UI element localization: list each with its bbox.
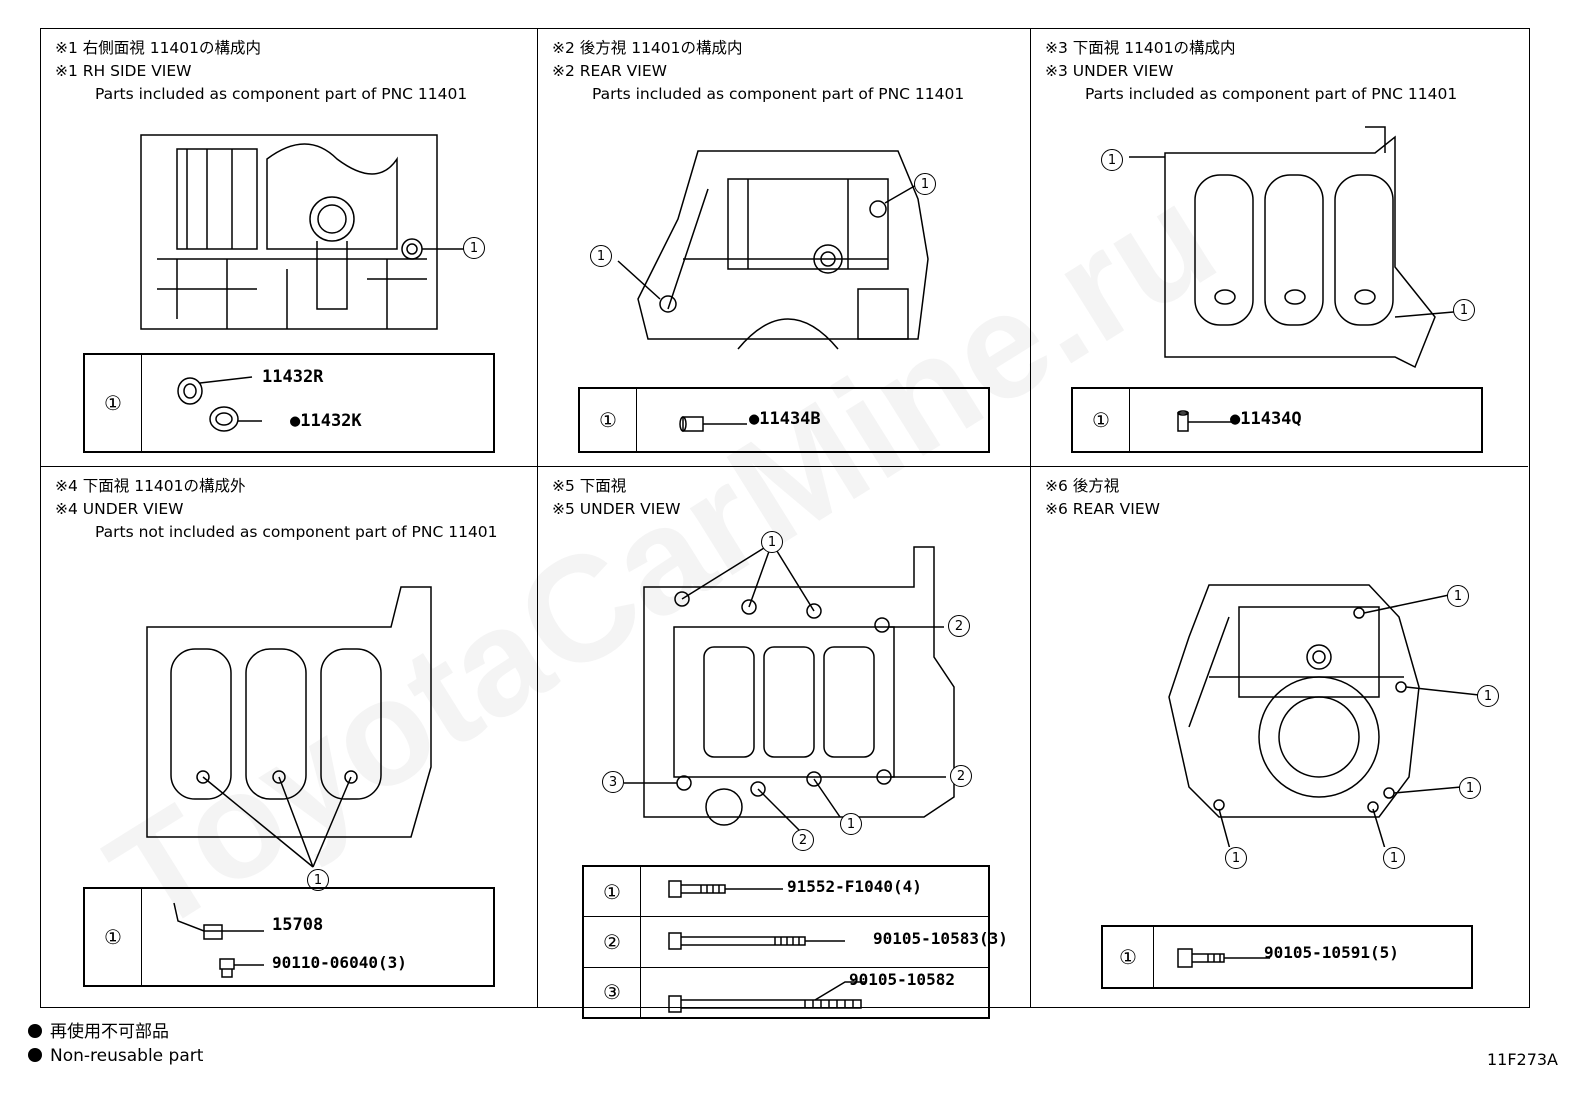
row-number: ① (1103, 927, 1154, 987)
oil-pan-under-drawing: 1 2 3 2 2 1 (594, 527, 994, 857)
callout-3: 3 (602, 771, 624, 793)
legend: 再使用不可部品 Non-reusable part (28, 1020, 203, 1068)
callout-1: 1 (1447, 585, 1469, 607)
part-number-90110-06040: 90110-06040(3) (272, 953, 407, 972)
row-parts: 11432R ●11432K (142, 355, 493, 451)
callout-1: 1 (307, 869, 329, 891)
row-number: ① (584, 867, 641, 917)
row-parts: 15708 90110-06040(3) (142, 889, 493, 985)
callout-1: 1 (1477, 685, 1499, 707)
legend-row-jp: 再使用不可部品 (28, 1020, 203, 1044)
row-parts: 91552-F1040(4) (641, 867, 988, 916)
panel-subtitle: Parts included as component part of PNC … (95, 85, 468, 103)
panel-title-jp: ※4 下面視 11401の構成外 (55, 477, 246, 495)
panel-under-view-bolts: ※5 下面視 ※5 UNDER VIEW (538, 467, 1031, 1019)
row-parts: ●11434B (637, 389, 988, 451)
panel-title-jp: ※2 後方視 11401の構成内 (552, 39, 743, 57)
panel-header: ※3 下面視 11401の構成内 ※3 UNDER VIEW Parts inc… (1045, 37, 1457, 106)
part-number-11432r: 11432R (262, 367, 324, 387)
panel-header: ※6 後方視 ※6 REAR VIEW (1045, 475, 1160, 521)
row-parts: 90105-10583(3) (641, 917, 1008, 966)
part-number-90105-10582: 90105-10582 (849, 969, 955, 989)
non-reusable-dot-icon (28, 1024, 42, 1038)
row-parts: 90105-10582 (641, 968, 988, 1017)
panel-rear-view: ※2 後方視 11401の構成内 ※2 REAR VIEW Parts incl… (538, 29, 1031, 467)
panel-title-en: ※4 UNDER VIEW (55, 500, 184, 518)
callout-1: 1 (840, 813, 862, 835)
row-number: ① (85, 889, 142, 985)
part-number-11434q: ●11434Q (1230, 409, 1302, 429)
panel-title-jp: ※5 下面視 (552, 477, 627, 495)
engine-block-under-drawing: 1 (141, 577, 441, 891)
callout-1: 1 (1101, 149, 1123, 171)
panel-title-jp: ※1 右側面視 11401の構成内 (55, 39, 262, 57)
table-row: ① 15708 90110-06040(3) (85, 889, 493, 985)
callout-1: 1 (1453, 299, 1475, 321)
parts-table: ① ●11434B (578, 387, 990, 453)
panel-subtitle: Parts included as component part of PNC … (592, 85, 965, 103)
non-reusable-dot-icon (28, 1048, 42, 1062)
panel-under-view-included: ※3 下面視 11401の構成内 ※3 UNDER VIEW Parts inc… (1031, 29, 1528, 467)
row-parts: ●11434Q (1130, 389, 1481, 451)
part-number-90105-10583: 90105-10583(3) (873, 929, 1008, 949)
engine-block-rh-side-drawing: 1 (137, 129, 507, 339)
row-number: ① (1073, 389, 1130, 451)
panel-rh-side-view: ※1 右側面視 11401の構成内 ※1 RH SIDE VIEW Parts … (41, 29, 538, 467)
parts-sheet: ※1 右側面視 11401の構成内 ※1 RH SIDE VIEW Parts … (40, 28, 1530, 1019)
callout-2: 2 (950, 765, 972, 787)
panel-title-jp: ※6 後方視 (1045, 477, 1120, 495)
row-number: ③ (584, 967, 641, 1017)
panel-title-en: ※3 UNDER VIEW (1045, 62, 1174, 80)
table-row: ③ 90105-10582 (584, 966, 988, 1017)
part-number-11434b: ●11434B (749, 409, 821, 429)
panel-subtitle: Parts included as component part of PNC … (1085, 85, 1458, 103)
parts-table: ① ●11434Q (1071, 387, 1483, 453)
engine-block-rear-drawing: 1 1 1 1 1 (1149, 547, 1499, 869)
panel-title-en: ※2 REAR VIEW (552, 62, 667, 80)
parts-table: ① 11432R ●11432K (83, 353, 495, 453)
panel-title-en: ※6 REAR VIEW (1045, 500, 1160, 518)
panel-under-view-not-included: ※4 下面視 11401の構成外 ※4 UNDER VIEW Parts not… (41, 467, 538, 1007)
panel-header: ※5 下面視 ※5 UNDER VIEW (552, 475, 680, 521)
row-number: ① (85, 355, 142, 451)
callout-1: 1 (590, 245, 612, 267)
part-number-91552-f1040: 91552-F1040(4) (787, 877, 922, 896)
part-number-11432k: ●11432K (290, 411, 362, 431)
callout-1: 1 (761, 531, 783, 553)
table-row: ① 91552-F1040(4) (584, 867, 988, 917)
table-row: ① 90105-10591(5) (1103, 927, 1471, 987)
drawing-code: 11F273A (1486, 1050, 1558, 1069)
row-parts: 90105-10591(5) (1154, 927, 1471, 987)
callout-2: 2 (948, 615, 970, 637)
panel-subtitle: Parts not included as component part of … (95, 523, 498, 541)
table-row: ① 11432R ●11432K (85, 355, 493, 451)
table-row: ① ●11434Q (1073, 389, 1481, 451)
panel-rear-view-bolts: ※6 後方視 ※6 REAR VIEW 1 1 1 (1031, 467, 1528, 1007)
row-number: ① (580, 389, 637, 451)
callout-2: 2 (792, 829, 814, 851)
parts-table: ① 90105-10591(5) (1101, 925, 1473, 989)
callout-1: 1 (914, 173, 936, 195)
engine-block-under-drawing: 1 1 (1095, 117, 1475, 377)
callout-1: 1 (1459, 777, 1481, 799)
panel-title-en: ※1 RH SIDE VIEW (55, 62, 192, 80)
callout-1: 1 (1225, 847, 1247, 869)
panel-title-jp: ※3 下面視 11401の構成内 (1045, 39, 1236, 57)
callout-1: 1 (1383, 847, 1405, 869)
parts-table: ① 15708 90110-06040(3) (83, 887, 495, 987)
callout-1: 1 (463, 237, 485, 259)
part-number-15708: 15708 (272, 915, 324, 935)
panel-header: ※1 右側面視 11401の構成内 ※1 RH SIDE VIEW Parts … (55, 37, 467, 106)
part-number-90105-10591: 90105-10591(5) (1264, 943, 1399, 962)
panel-title-en: ※5 UNDER VIEW (552, 500, 681, 518)
table-row: ② 90105-10583(3) (584, 916, 1008, 967)
row-number: ② (584, 917, 641, 967)
table-row: ① ●11434B (580, 389, 988, 451)
engine-block-rear-drawing: 1 1 (588, 139, 968, 359)
parts-table: ① 91552-F1040(4) ② (582, 865, 1008, 1019)
legend-row-en: Non-reusable part (28, 1044, 203, 1068)
panel-header: ※4 下面視 11401の構成外 ※4 UNDER VIEW Parts not… (55, 475, 498, 544)
panel-header: ※2 後方視 11401の構成内 ※2 REAR VIEW Parts incl… (552, 37, 964, 106)
